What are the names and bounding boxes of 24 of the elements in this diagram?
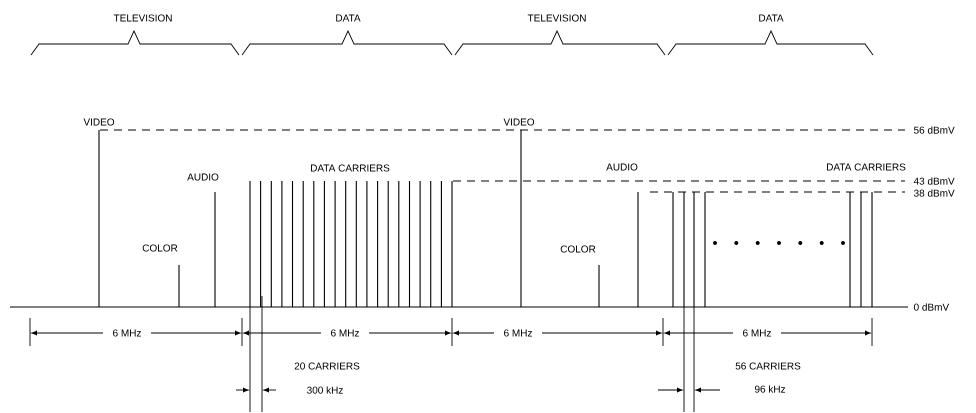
dimension-label: 20 CARRIERS [294,362,360,370]
carrier-label: COLOR [560,245,596,253]
level-label: 56 dBmV [914,126,955,134]
band-label: DATA [759,14,784,22]
band-label: DATA [336,14,361,22]
carrier-label: VIDEO [84,118,114,126]
carrier-label: AUDIO [606,163,638,171]
dimension-label: 300 kHz [307,386,343,394]
dimension-label: 96 kHz [754,385,786,393]
band-label: TELEVISION [528,14,586,22]
level-label: 38 dBmV [914,189,955,197]
dimension-label: 6 MHz [113,329,141,337]
dimension-label: 6 MHz [743,329,771,337]
level-label: 43 dBmV [914,177,955,185]
carrier-label: COLOR [142,244,178,252]
carrier-label: VIDEO [504,118,534,126]
dimension-label: 6 MHz [331,329,359,337]
dimension-label: 6 MHz [504,329,532,337]
carrier-label: DATA CARRIERS [827,163,906,171]
carrier-label: DATA CARRIERS [311,164,390,172]
band-label: TELEVISION [114,14,172,22]
dimension-label: 56 CARRIERS [736,362,800,370]
level-label: 0 dBmV [914,303,950,311]
carrier-label: AUDIO [187,173,218,181]
